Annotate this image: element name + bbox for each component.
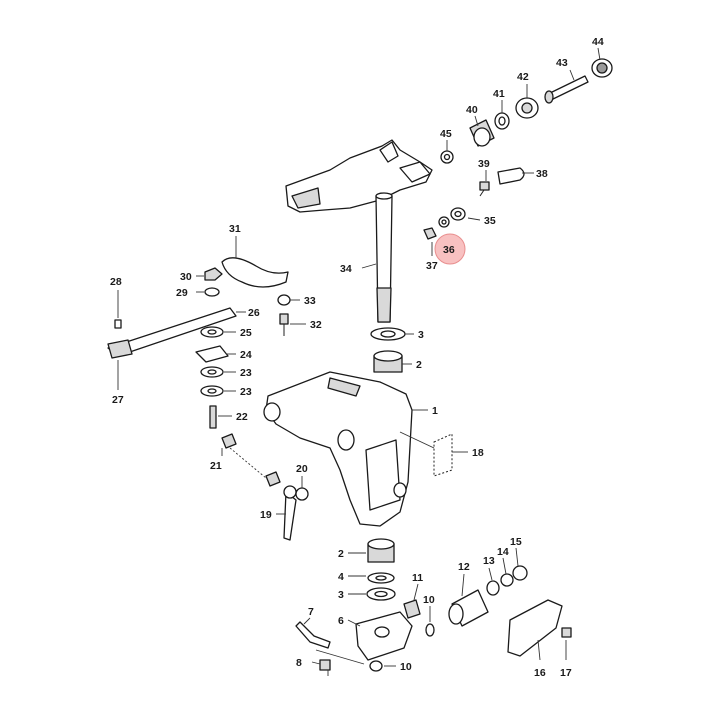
part-11-block[interactable] [403, 599, 421, 619]
part-28-screw[interactable] [114, 319, 122, 329]
callout-20[interactable]: 20 [296, 463, 308, 475]
part-44-cap[interactable] [591, 58, 613, 78]
callout-4[interactable]: 4 [338, 571, 344, 583]
part-8-screw[interactable] [319, 659, 331, 671]
callout-26[interactable]: 26 [248, 307, 260, 319]
callout-28[interactable]: 28 [110, 276, 122, 288]
callout-10-lower[interactable]: 10 [400, 661, 412, 673]
leader-lines [117, 47, 601, 676]
part-22-stud[interactable] [209, 405, 217, 429]
callout-34[interactable]: 34 [340, 263, 352, 275]
part-26-tiller-arm[interactable] [107, 307, 237, 359]
callout-42[interactable]: 42 [517, 71, 529, 83]
callout-3-lower[interactable]: 3 [338, 589, 344, 601]
part-43-bolt[interactable] [544, 75, 589, 104]
part-7-pin[interactable] [295, 621, 331, 649]
callout-19[interactable]: 19 [260, 509, 272, 521]
callout-33[interactable]: 33 [304, 295, 316, 307]
part-6-clamp[interactable] [355, 611, 413, 661]
part-13-washer[interactable] [486, 580, 500, 596]
part-40-bushing[interactable] [469, 119, 495, 147]
callout-38[interactable]: 38 [536, 168, 548, 180]
part-17-bolt[interactable] [561, 627, 572, 638]
callout-23-a[interactable]: 23 [240, 367, 252, 379]
callout-36[interactable]: 36 [443, 244, 455, 256]
callout-39[interactable]: 39 [478, 158, 490, 170]
callout-12[interactable]: 12 [458, 561, 470, 573]
part-21-fitting[interactable] [221, 433, 281, 487]
callout-7[interactable]: 7 [308, 606, 314, 618]
part-20-washer[interactable] [295, 487, 309, 501]
callout-37[interactable]: 37 [426, 260, 438, 272]
part-14-washer[interactable] [500, 573, 514, 587]
callout-35[interactable]: 35 [484, 215, 496, 227]
callout-11[interactable]: 11 [412, 572, 423, 584]
part-1-swivel-bracket[interactable] [263, 371, 413, 527]
callout-30[interactable]: 30 [180, 271, 192, 283]
part-18-label[interactable] [433, 433, 453, 477]
part-15-nut[interactable] [512, 565, 528, 581]
part-24-bracket[interactable] [195, 345, 229, 363]
part-41-washer[interactable] [494, 112, 510, 130]
part-12-bushing[interactable] [448, 589, 489, 627]
callout-2-lower[interactable]: 2 [338, 548, 344, 560]
callout-29[interactable]: 29 [176, 287, 188, 299]
callout-40[interactable]: 40 [466, 104, 478, 116]
part-16-cover[interactable] [507, 599, 563, 657]
callout-1[interactable]: 1 [432, 405, 438, 417]
highlight-marker[interactable] [434, 233, 466, 265]
part-2-bushing-lower[interactable] [367, 538, 395, 563]
callout-16[interactable]: 16 [534, 667, 546, 679]
callout-25[interactable]: 25 [240, 327, 252, 339]
part-3-washer-upper[interactable] [370, 327, 406, 341]
callout-43[interactable]: 43 [556, 57, 568, 69]
callout-10-upper[interactable]: 10 [423, 594, 435, 606]
part-38-clip[interactable] [497, 167, 525, 185]
callout-13[interactable]: 13 [483, 555, 495, 567]
callout-15[interactable]: 15 [510, 536, 522, 548]
callout-41[interactable]: 41 [493, 88, 505, 100]
part-45-washer[interactable] [440, 150, 454, 164]
part-31-plate[interactable] [221, 257, 289, 288]
callout-24[interactable]: 24 [240, 349, 252, 361]
callout-45[interactable]: 45 [440, 128, 452, 140]
part-19-rod[interactable] [283, 485, 297, 541]
part-23-washer-b[interactable] [200, 385, 224, 397]
part-29-washer[interactable] [204, 287, 220, 297]
part-37-nut[interactable] [423, 227, 437, 240]
part-2-bushing-upper[interactable] [373, 350, 403, 373]
callout-22[interactable]: 22 [236, 411, 248, 423]
part-39-screw[interactable] [479, 181, 490, 197]
callout-32[interactable]: 32 [310, 319, 322, 331]
part-34-steering-shaft[interactable] [375, 192, 393, 323]
part-30-nut[interactable] [204, 267, 223, 281]
part-4-washer[interactable] [367, 572, 395, 584]
callout-17[interactable]: 17 [560, 667, 572, 679]
part-32-bolt[interactable] [279, 313, 289, 336]
callout-31[interactable]: 31 [229, 223, 241, 235]
callout-6[interactable]: 6 [338, 615, 344, 627]
part-25-washer[interactable] [200, 326, 224, 338]
steering-bracket[interactable] [285, 139, 433, 213]
part-35-washer[interactable] [450, 207, 466, 221]
callout-3-upper[interactable]: 3 [418, 329, 424, 341]
callout-2-upper[interactable]: 2 [416, 359, 422, 371]
callout-23-b[interactable]: 23 [240, 386, 252, 398]
callout-44[interactable]: 44 [592, 36, 604, 48]
callout-8[interactable]: 8 [296, 657, 302, 669]
callouts: 44 43 42 41 40 45 39 38 35 36 37 34 31 3… [110, 36, 604, 679]
callout-18[interactable]: 18 [472, 447, 484, 459]
callout-21[interactable]: 21 [210, 460, 222, 472]
callout-27[interactable]: 27 [112, 394, 124, 406]
part-23-washer-a[interactable] [200, 366, 224, 378]
part-36-washer[interactable] [438, 216, 450, 228]
part-33-bushing[interactable] [277, 294, 291, 306]
part-10-nut-upper[interactable] [425, 623, 435, 637]
callout-14[interactable]: 14 [497, 546, 509, 558]
part-42-nut[interactable] [515, 97, 539, 119]
part-3-washer-lower[interactable] [366, 587, 396, 601]
part-10-nut-lower[interactable] [369, 660, 383, 672]
